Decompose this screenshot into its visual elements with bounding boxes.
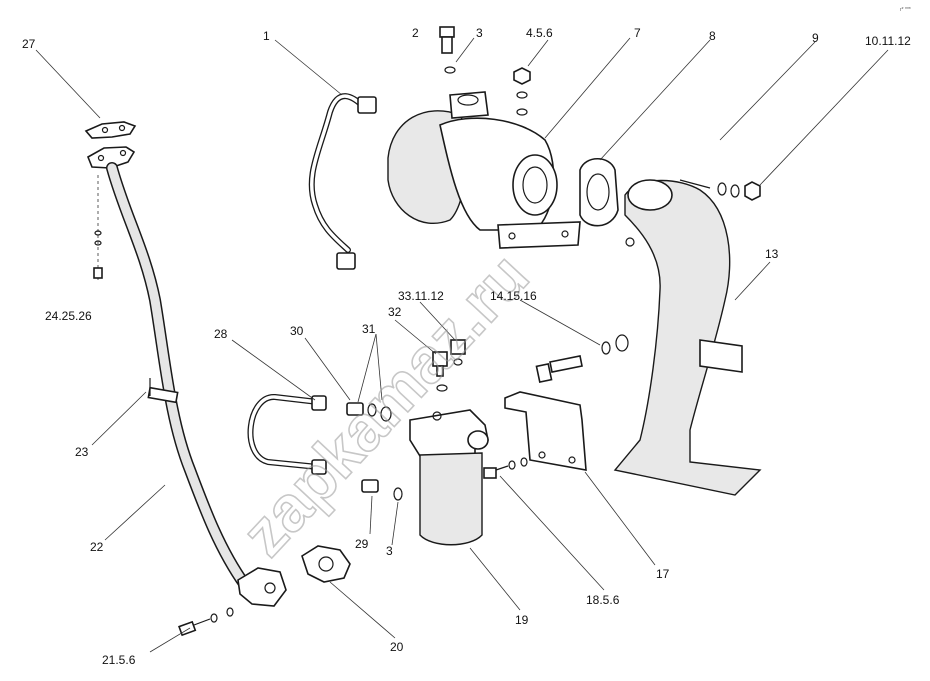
label-8: 8 [709,29,716,43]
label-33-11-12: 33.11.12 [398,289,444,303]
label-31: 31 [362,322,376,336]
exhaust-elbow-13 [613,179,762,496]
label-19: 19 [515,613,529,627]
label-20: 20 [390,640,404,654]
turbocharger-7 [387,91,581,249]
label-23: 23 [75,445,89,459]
label-10-11-12: 10.11.12 [865,34,911,48]
part-labels: 27 1 2 3 4.5.6 7 8 9 10.11.12 24.25.26 1… [22,26,911,667]
oil-filter-19 [409,409,489,546]
fittings-32-33 [432,339,466,392]
label-4-5-6: 4.5.6 [526,26,553,40]
label-1: 1 [263,29,270,43]
label-7: 7 [634,26,641,40]
stud-nut-9 [679,179,761,201]
fitting-2 [439,26,456,74]
gasket-27 [84,121,137,139]
label-3-bottom: 3 [386,544,393,558]
label-27: 27 [22,37,36,51]
label-22: 22 [90,540,104,554]
bracket-17 [504,391,587,471]
label-32: 32 [388,305,402,319]
gasket-8 [579,157,619,227]
label-18-5-6: 18.5.6 [586,593,620,607]
corner-mark: r* *** [900,7,911,13]
label-9: 9 [812,31,819,45]
oil-tube-28 [247,394,327,475]
label-17: 17 [656,567,670,581]
label-3-top: 3 [476,26,483,40]
label-28: 28 [214,327,228,341]
leader-lines [35,37,889,653]
oil-supply-pipe-1 [308,93,377,270]
label-14-15-16: 14.15.16 [490,289,537,303]
bolt-14 [535,334,629,384]
pipe-top-flange [86,146,136,169]
bolt-18 [483,457,528,479]
label-30: 30 [290,324,304,338]
fitting-29 [361,479,403,501]
fitting-30-31 [346,402,392,422]
nut-4 [513,67,531,116]
label-24-25-26: 24.25.26 [45,309,92,323]
gasket-20 [301,545,351,583]
label-21-5-6: 21.5.6 [102,653,136,667]
label-13: 13 [765,247,779,261]
pipe-clamp-23 [147,386,179,404]
pipe-bottom-flange [237,567,287,607]
drain-pipe-assembly [84,121,351,637]
label-29: 29 [355,537,369,551]
label-2: 2 [412,26,419,40]
